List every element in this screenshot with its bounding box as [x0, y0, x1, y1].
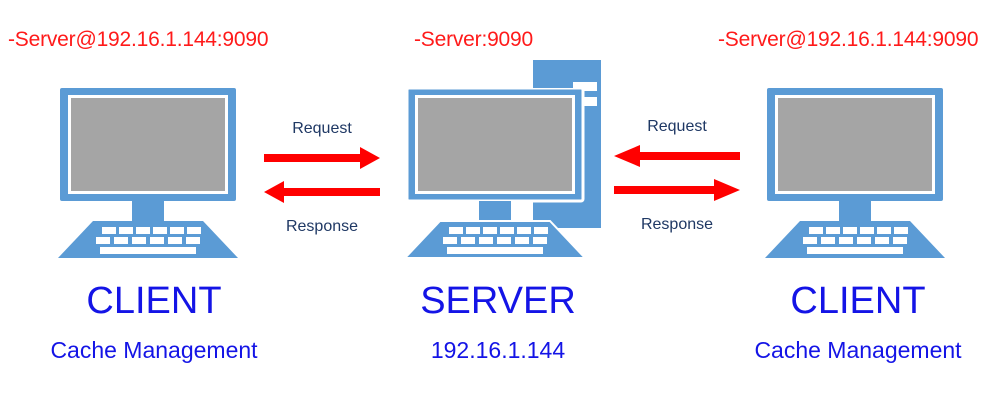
- right-response-label: Response: [640, 216, 714, 233]
- left-response-arrow-left-icon: [264, 181, 380, 203]
- server-subtitle: 192.16.1.144: [430, 337, 566, 363]
- left-request-arrow-right-icon: [264, 147, 380, 169]
- left-request-label: Request: [292, 120, 352, 137]
- client-right-address-label: -Server@192.16.1.144:9090: [718, 28, 979, 51]
- client-left-computer-icon: [58, 88, 238, 258]
- left-response-label: Response: [285, 218, 359, 235]
- client-left-address-label: -Server@192.16.1.144:9090: [8, 28, 269, 51]
- right-request-arrow-left-icon: [614, 145, 740, 167]
- right-response-arrow-right-icon: [614, 179, 740, 201]
- client-left-title: CLIENT: [86, 280, 222, 322]
- server-computer-icon: [402, 88, 588, 259]
- right-request-label: Request: [647, 118, 707, 135]
- client-left-subtitle: Cache Management: [50, 337, 258, 363]
- client-right-computer-icon: [765, 88, 945, 258]
- client-right-subtitle: Cache Management: [754, 337, 962, 363]
- server-address-label: -Server:9090: [414, 28, 533, 51]
- client-right-title: CLIENT: [790, 280, 926, 322]
- server-title: SERVER: [420, 280, 576, 322]
